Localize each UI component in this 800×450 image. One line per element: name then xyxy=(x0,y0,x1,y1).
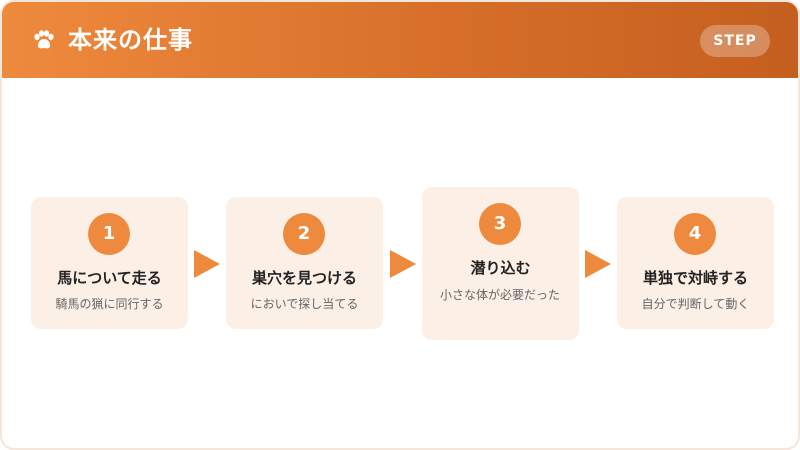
page-title: 本来の仕事 xyxy=(68,26,193,54)
step-description: 小さな体が必要だった xyxy=(439,288,560,302)
step-title: 馬について走る xyxy=(57,269,162,287)
header-bar: 本来の仕事 STEP xyxy=(2,2,798,78)
step-card-3: 3 潜り込む 小さな体が必要だった xyxy=(422,187,579,340)
step-card-1: 1 馬について走る 騎馬の猟に同行する xyxy=(31,197,188,329)
step-description: においで探し当てる xyxy=(250,297,359,311)
arrow-right-icon xyxy=(194,250,220,278)
step-number-badge: 3 xyxy=(479,203,521,245)
step-card-2: 2 巣穴を見つける においで探し当てる xyxy=(226,197,383,329)
step-title: 潜り込む xyxy=(470,259,531,277)
step-number-badge: 2 xyxy=(283,213,325,255)
step-number-badge: 4 xyxy=(674,213,716,255)
step-description: 騎馬の猟に同行する xyxy=(55,297,164,311)
step-title: 単独で対峙する xyxy=(642,269,748,287)
arrow-right-icon xyxy=(390,250,416,278)
step-title: 巣穴を見つける xyxy=(251,269,357,287)
paw-icon xyxy=(34,30,54,49)
step-badge: STEP xyxy=(700,25,770,57)
step-number-badge: 1 xyxy=(88,213,130,255)
step-card-4: 4 単独で対峙する 自分で判断して動く xyxy=(617,197,774,329)
arrow-right-icon xyxy=(585,250,611,278)
step-description: 自分で判断して動く xyxy=(641,297,750,311)
